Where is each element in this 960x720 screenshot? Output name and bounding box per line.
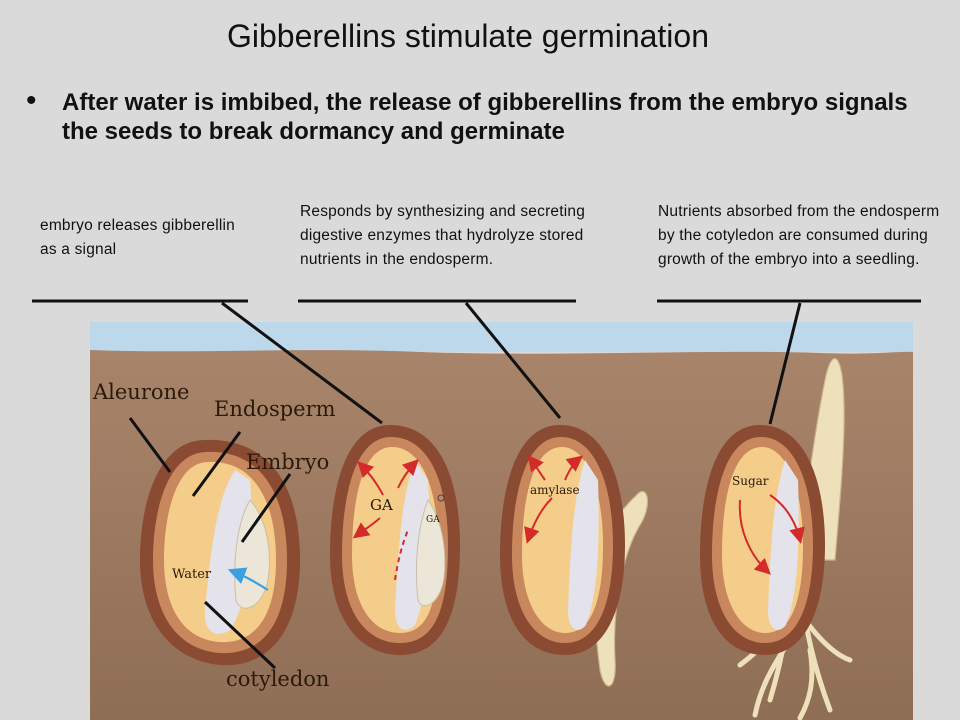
label-endosperm: Endosperm <box>214 397 336 421</box>
sugar-arrow-1 <box>738 499 771 575</box>
sugar-arrow-2 <box>769 494 805 544</box>
caption-signal: embryo releases gibberellin as a signal <box>40 217 235 258</box>
seed-2 <box>330 425 460 655</box>
cotyledon-shape <box>768 460 799 630</box>
leader-aleurone <box>128 417 172 473</box>
embryo-shape <box>415 498 446 606</box>
amylase-arrow-up-left <box>527 454 546 481</box>
cotyledon-shape <box>568 460 599 630</box>
label-aleurone: Aleurone <box>92 380 189 404</box>
label-water: Water <box>172 567 212 582</box>
ga-arrow-up-right <box>397 459 419 489</box>
leader-cotyledon <box>203 600 277 670</box>
page-title: Gibberellins stimulate germination <box>227 18 709 54</box>
label-sugar: Sugar <box>732 474 769 488</box>
bullet-marker: • <box>26 84 37 117</box>
water-arrow <box>227 567 269 591</box>
label-ga-small: GA <box>426 515 440 525</box>
ga-diffusion-dashed <box>394 529 409 581</box>
caption-enzymes: Responds by synthesizing and secreting d… <box>300 203 586 268</box>
leader-caption-2 <box>464 302 562 419</box>
label-amylase: amylase <box>530 483 580 497</box>
seed-3 <box>500 425 649 687</box>
amylase-arrow-left <box>524 497 553 544</box>
ga-arrow-left <box>352 517 381 539</box>
seed-4 <box>700 358 853 720</box>
leader-caption-3 <box>768 302 802 425</box>
bullet-text: After water is imbibed, the release of g… <box>62 89 908 145</box>
ga-molecule <box>437 494 445 502</box>
leader-caption-1 <box>221 301 383 425</box>
label-embryo: Embryo <box>246 450 329 474</box>
ga-arrow-up-left <box>357 461 384 496</box>
caption-nutrients: Nutrients absorbed from the endosperm by… <box>658 203 940 268</box>
label-ga: GA <box>370 496 393 514</box>
leader-embryo <box>240 473 292 543</box>
label-cotyledon: cotyledon <box>226 667 329 691</box>
amylase-arrow-up-right <box>564 455 584 481</box>
leader-endosperm <box>191 431 242 497</box>
